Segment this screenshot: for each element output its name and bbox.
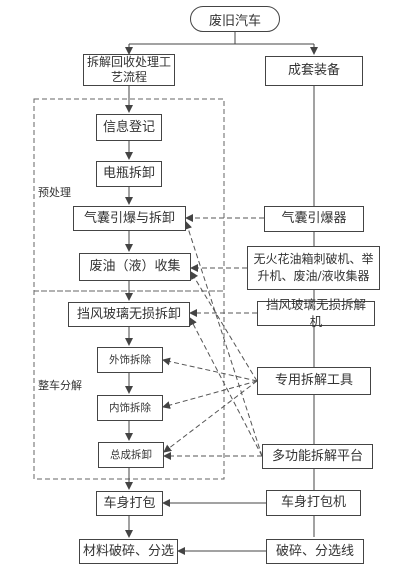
- link-tools-assembly: [163, 380, 258, 453]
- battery-removal-node: 电瓶拆卸: [96, 161, 162, 187]
- material-crush-node: 材料破碎、分选: [79, 539, 178, 564]
- windshield-remove-node: 挡风玻璃无损拆卸: [68, 302, 190, 327]
- link-tools-interior: [162, 380, 258, 409]
- crusher-node: 破碎、分选线: [266, 539, 364, 564]
- oil-tank-equipment-node: 无火花油箱刺破机、举升机、废油/液收集器: [247, 246, 380, 290]
- multi-platform-node: 多功能拆解平台: [262, 444, 373, 469]
- disassembly-label: 整车分解: [38, 379, 82, 392]
- pretreatment-label: 预处理: [38, 186, 71, 199]
- process-node: 拆解回收处理工艺流程: [83, 54, 175, 86]
- interior-remove-node: 内饰拆除: [97, 395, 163, 421]
- link-tools-exterior: [162, 357, 258, 382]
- start-node: 废旧汽车: [190, 6, 280, 32]
- link-platform-windshield: [189, 317, 263, 457]
- body-pack-node: 车身打包: [96, 491, 163, 516]
- link-tools-oil: [190, 271, 258, 382]
- special-tools-node: 专用拆解工具: [257, 367, 371, 395]
- airbag-detonator-node: 气囊引爆器: [264, 206, 364, 232]
- info-register-node: 信息登记: [96, 114, 162, 141]
- airbag-detonate-node: 气囊引爆与拆卸: [73, 206, 186, 231]
- equipment-node: 成套装备: [265, 56, 363, 86]
- baler-node: 车身打包机: [266, 490, 361, 516]
- exterior-remove-node: 外饰拆除: [97, 347, 163, 373]
- windshield-machine-node: 挡风玻璃无损拆解机: [257, 297, 375, 329]
- link-platform-airbag: [184, 221, 263, 457]
- fluid-collect-node: 废油（液）收集: [79, 253, 191, 281]
- assembly-remove-node: 总成拆卸: [98, 442, 164, 468]
